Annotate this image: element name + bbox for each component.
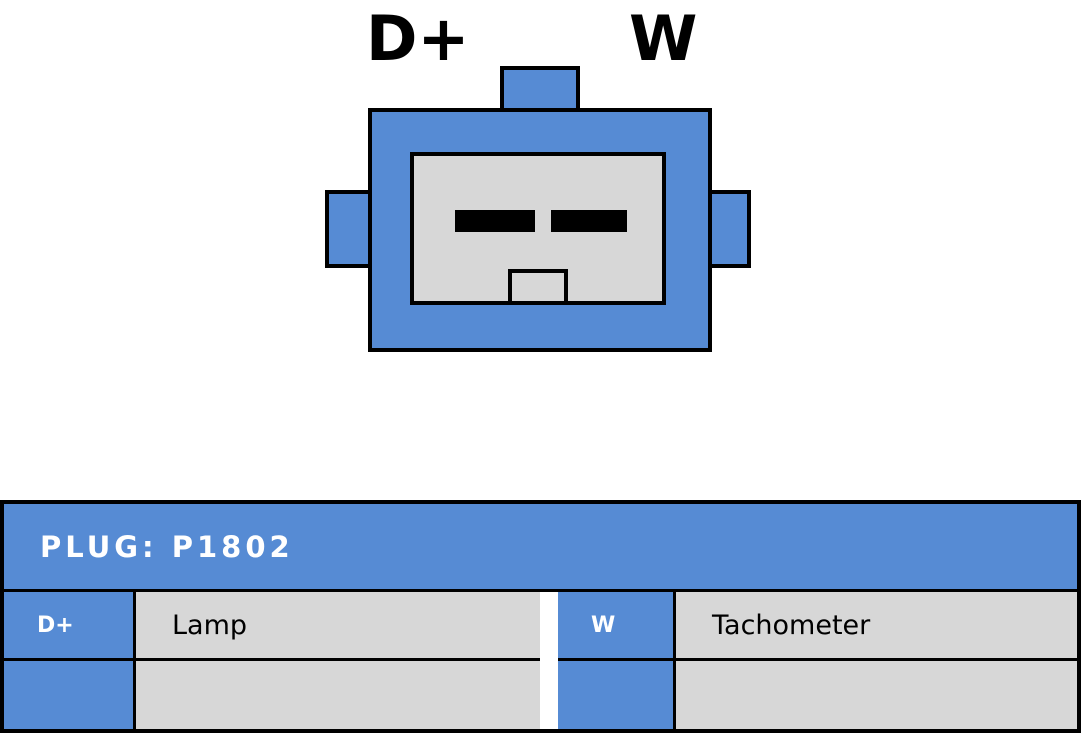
table-column-gap (540, 592, 558, 729)
pin-slot-dplus (455, 210, 535, 232)
pin-cell-w: W (558, 592, 676, 661)
desc-cell-w: Tachometer (676, 592, 1077, 661)
desc-cell-empty-right (676, 661, 1077, 729)
plug-table-right-group: W Tachometer (558, 592, 1077, 729)
plug-table-left-group: D+ Lamp (4, 592, 540, 729)
plug-table-header: PLUG: P1802 (4, 504, 1077, 592)
plug-table-title: PLUG: P1802 (40, 529, 294, 564)
pin-cell-empty-right (558, 661, 676, 729)
connector-key-notch (508, 269, 568, 305)
desc-cell-empty-left (136, 661, 540, 729)
plug-spec-table: PLUG: P1802 D+ Lamp W Tachometer (0, 500, 1081, 733)
pin-cell-empty-left (4, 661, 136, 729)
desc-cell-dplus: Lamp (136, 592, 540, 661)
pin-slot-w (551, 210, 627, 232)
pin-cell-dplus: D+ (4, 592, 136, 661)
plug-table-body: D+ Lamp W Tachometer (4, 592, 1077, 729)
pin-label-dplus: D+ (366, 2, 470, 75)
pin-label-w: W (629, 2, 698, 75)
